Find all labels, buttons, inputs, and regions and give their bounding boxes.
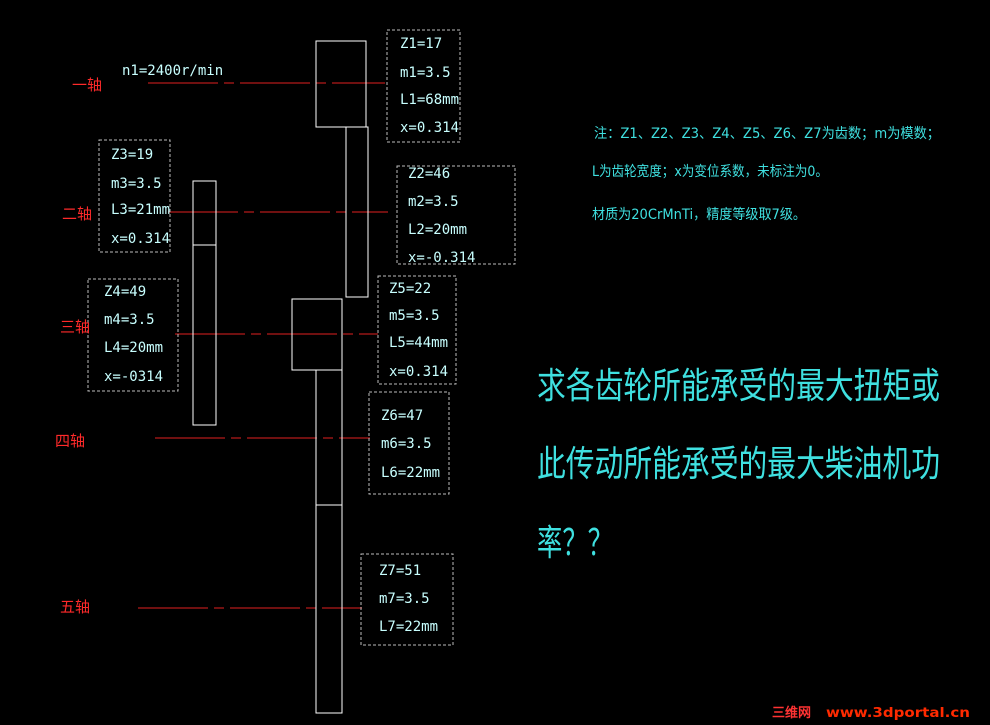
question-line-2: 此传动所能承受的最大柴油机功: [537, 444, 940, 485]
gear-3-param-box: [98, 139, 171, 253]
question: 求各齿轮所能承受的最大扭矩或 此传动所能承受的最大柴油机功 率？？: [537, 366, 940, 564]
watermark: 三维网 www.3dportal.cn: [772, 705, 970, 721]
gear-3-m: m3=3.5: [111, 176, 162, 192]
gear-6-l: L6=22mm: [381, 465, 440, 481]
gear-4-z: Z4=49: [104, 284, 146, 300]
gear-4-l: L4=20mm: [104, 340, 163, 356]
shaft-centerlines: [138, 82, 388, 609]
gear-7-outline: [315, 504, 343, 714]
gear-2-outline: [345, 126, 369, 298]
shaft-4-label: 四轴: [55, 432, 85, 450]
gear-2-z: Z2=46: [408, 166, 450, 182]
gear-3-z: Z3=19: [111, 147, 153, 163]
gear-6-z: Z6=47: [381, 408, 423, 424]
notes: 注：Z1、Z2、Z3、Z4、Z5、Z6、Z7为齿数；m为模数； L为齿轮宽度；x…: [592, 126, 940, 223]
gear-5-x: x=0.314: [389, 364, 448, 380]
shaft-2-label: 二轴: [62, 205, 92, 223]
shaft-labels: 一轴 二轴 三轴 四轴 五轴: [55, 76, 102, 616]
gear-7-param-box: [360, 553, 454, 646]
gear-1-param-box: [386, 29, 461, 143]
gear-7-z: Z7=51: [379, 563, 421, 579]
gear-outlines: [192, 40, 369, 714]
shaft-3-label: 三轴: [60, 318, 90, 336]
gear-2-l: L2=20mm: [408, 222, 467, 238]
note-line-1: 注：Z1、Z2、Z3、Z4、Z5、Z6、Z7为齿数；m为模数；: [594, 126, 940, 142]
question-line-1: 求各齿轮所能承受的最大扭矩或: [537, 366, 940, 407]
gear-1-l: L1=68mm: [400, 92, 459, 108]
gear-4-outline: [192, 244, 217, 426]
gear-4-x: x=-0314: [104, 369, 163, 385]
gear-3-x: x=0.314: [111, 231, 170, 247]
gear-1-outline: [315, 40, 367, 128]
input-speed-label: n1=2400r/min: [122, 63, 223, 79]
gear-7-m: m7=3.5: [379, 591, 430, 607]
gear-2-x: x=-0.314: [408, 250, 475, 266]
shaft-1-label: 一轴: [72, 76, 102, 94]
gear-5-m: m5=3.5: [389, 308, 440, 324]
gear-7-l: L7=22mm: [379, 619, 438, 635]
watermark-url: www.3dportal.cn: [826, 706, 970, 721]
gear-5-param-box: [377, 275, 457, 385]
shaft-5-label: 五轴: [60, 598, 90, 616]
gear-1-x: x=0.314: [400, 120, 459, 136]
gear-2-m: m2=3.5: [408, 194, 459, 210]
gear-1-z: Z1=17: [400, 36, 442, 52]
gear-5-z: Z5=22: [389, 281, 431, 297]
gear-6-m: m6=3.5: [381, 436, 432, 452]
note-line-3: 材质为20CrMnTi，精度等级取7级。: [592, 206, 806, 223]
gear-6-param-box: [368, 391, 450, 495]
gear-5-l: L5=44mm: [389, 335, 448, 351]
gear-4-param-box: [87, 278, 179, 392]
note-line-2: L为齿轮宽度；x为变位系数，未标注为0。: [592, 163, 828, 180]
gear-4-m: m4=3.5: [104, 312, 155, 328]
gear-param-texts: Z1=17 m1=3.5 L1=68mm x=0.314 Z2=46 m2=3.…: [104, 36, 475, 635]
watermark-brand: 三维网: [772, 705, 811, 721]
question-line-3: 率？？: [537, 523, 613, 564]
gear-1-m: m1=3.5: [400, 65, 451, 81]
gear-2-param-box: [396, 165, 516, 265]
param-boxes: [87, 29, 516, 646]
gear-3-l: L3=21mm: [111, 202, 170, 218]
